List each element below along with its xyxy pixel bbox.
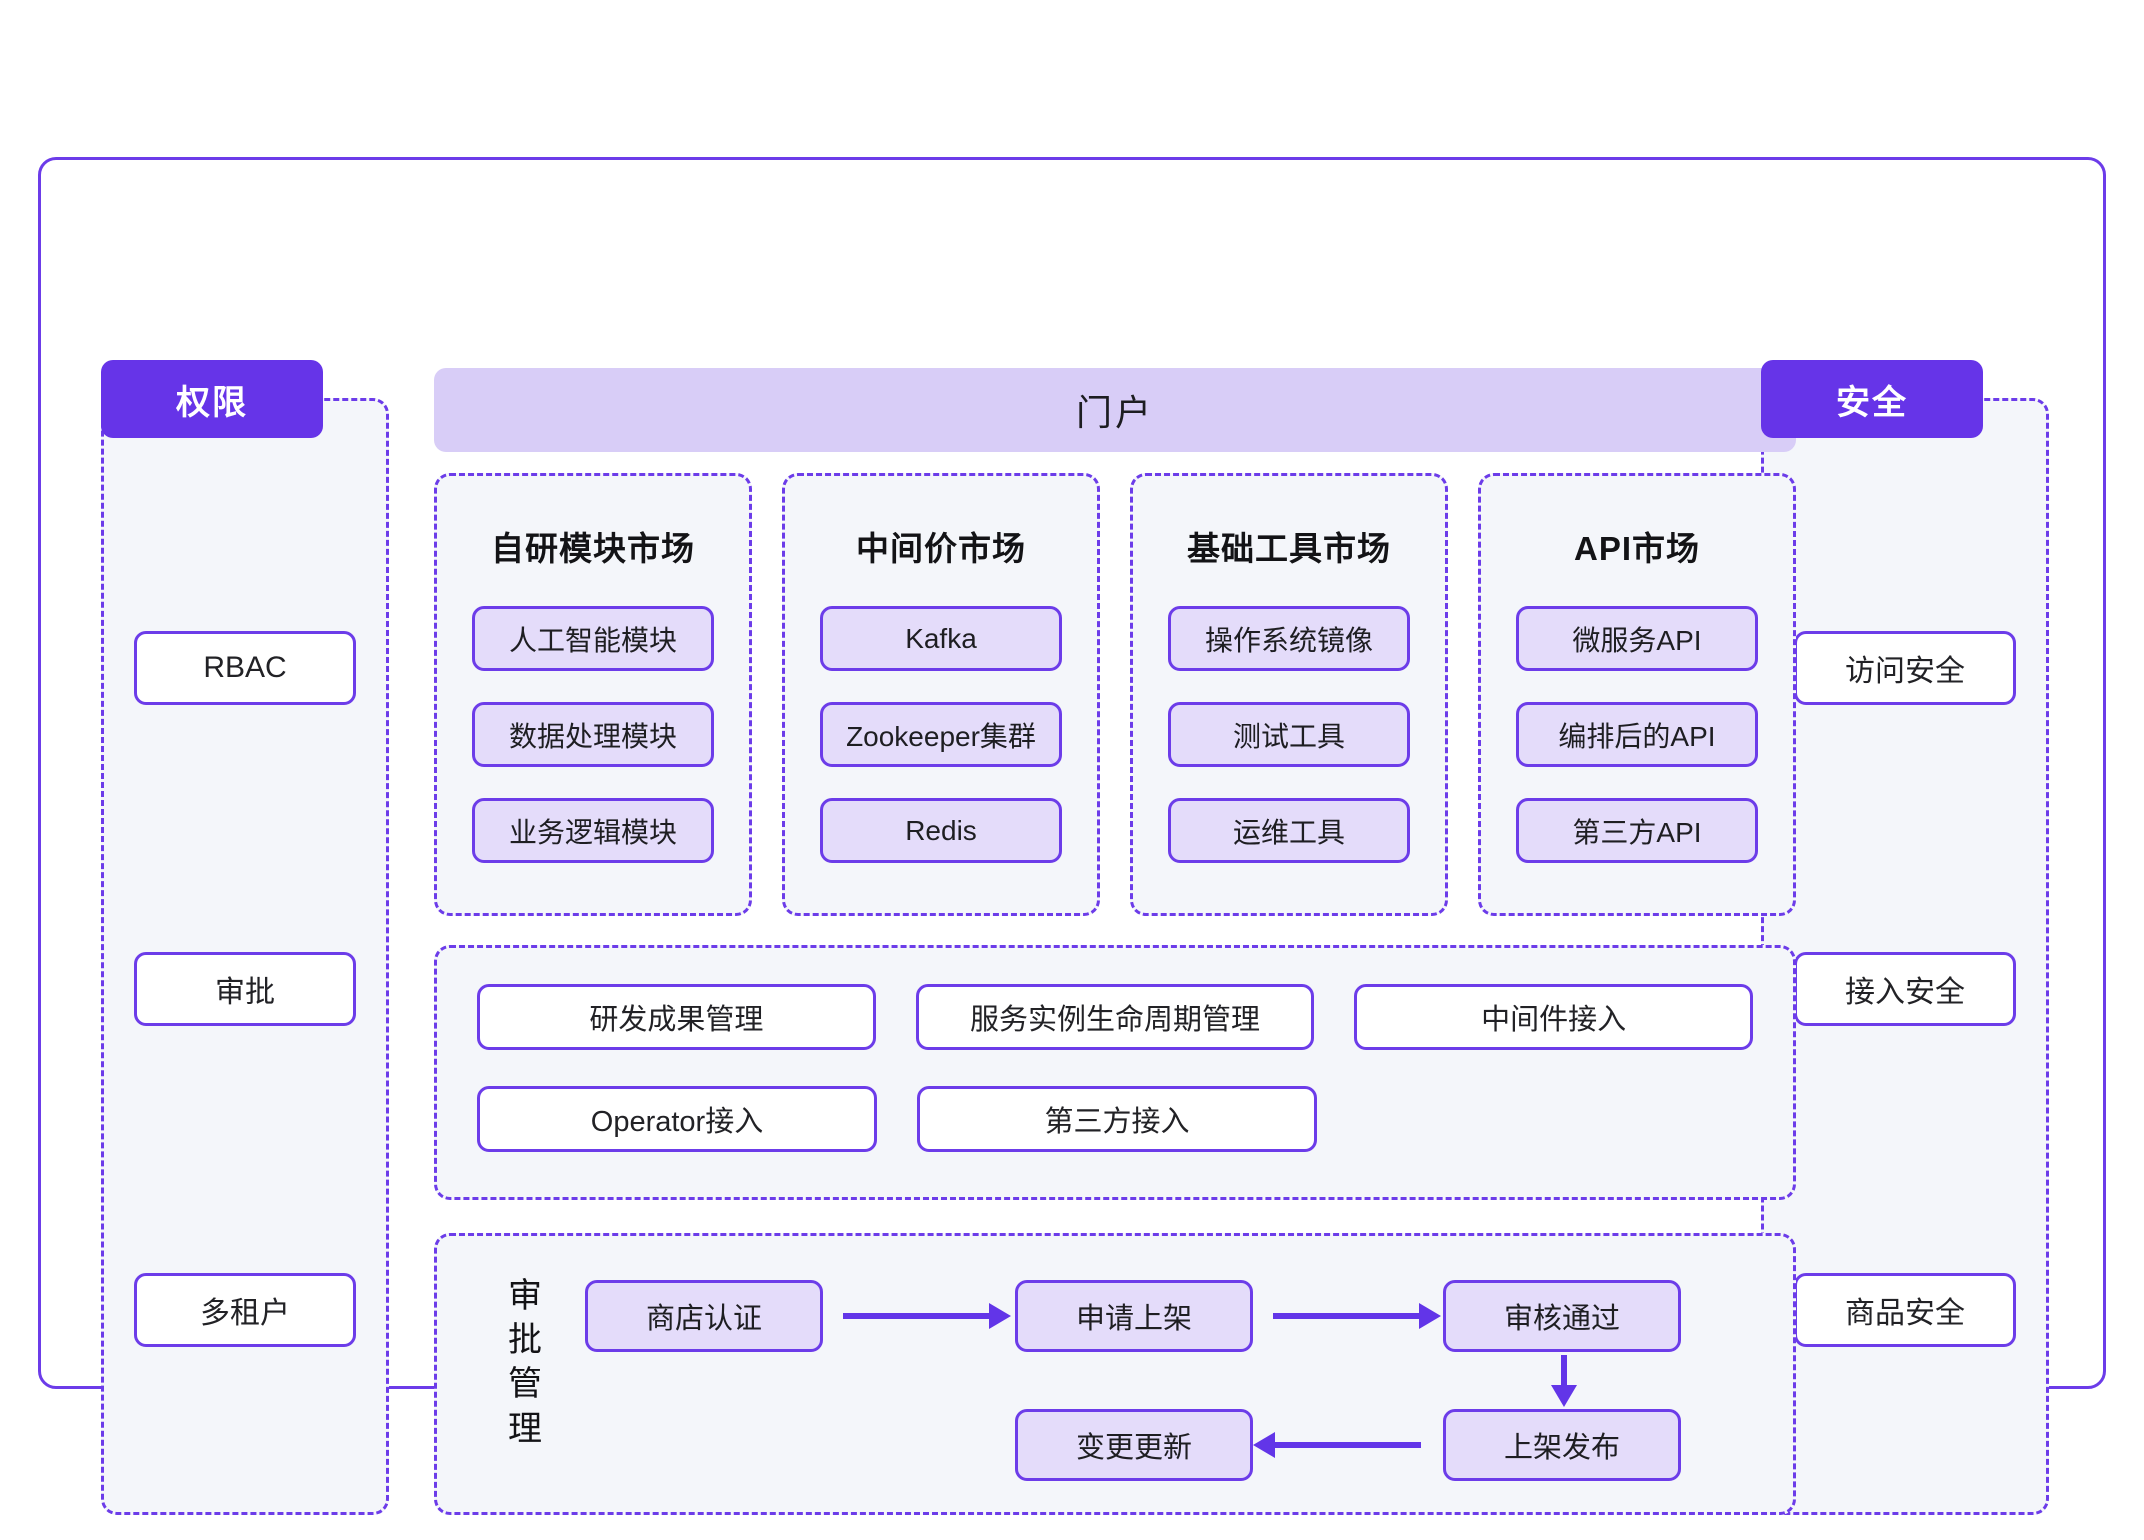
permissions-item-multitenant[interactable]: 多租户 [134, 1272, 356, 1347]
workflow-node-review-passed[interactable]: 审核通过 [1443, 1280, 1681, 1352]
capability-item[interactable]: 第三方接入 [917, 1086, 1317, 1152]
approval-label-char: 管 [508, 1365, 542, 1404]
market-column-api: API市场 微服务API 编排后的API 第三方API [1478, 473, 1796, 916]
permissions-column-badge: 权限 [101, 360, 323, 438]
market-item[interactable]: 微服务API [1516, 606, 1758, 671]
workflow-node-published[interactable]: 上架发布 [1443, 1409, 1681, 1481]
capability-item[interactable]: 服务实例生命周期管理 [915, 984, 1315, 1050]
capability-row-1: 研发成果管理 服务实例生命周期管理 中间件接入 [477, 984, 1754, 1050]
workflow-arrow-right-icon [843, 1303, 1011, 1329]
market-column-middleware: 中间价市场 Kafka Zookeeper集群 Redis [782, 473, 1100, 916]
security-item-connection[interactable]: 接入安全 [1794, 951, 2016, 1026]
market-item[interactable]: 编排后的API [1516, 702, 1758, 767]
market-title: 中间价市场 [856, 530, 1026, 567]
market-item[interactable]: Zookeeper集群 [820, 702, 1062, 767]
market-item[interactable]: 业务逻辑模块 [472, 798, 714, 863]
market-column-self-developed: 自研模块市场 人工智能模块 数据处理模块 业务逻辑模块 [434, 473, 752, 916]
workflow-node-apply-listing[interactable]: 申请上架 [1015, 1280, 1253, 1352]
security-column-badge: 安全 [1761, 360, 1983, 438]
workflow-arrow-down-icon [1551, 1355, 1577, 1407]
security-item-access[interactable]: 访问安全 [1794, 630, 2016, 705]
market-title: API市场 [1573, 530, 1700, 567]
architecture-diagram-frame: 权限 RBAC 审批 多租户 安全 访问安全 接入安全 商品安全 门户 自研模块… [38, 157, 2106, 1515]
approval-label-char: 批 [508, 1321, 542, 1360]
capability-row-2: Operator接入 第三方接入 [477, 1086, 1753, 1152]
market-item[interactable]: 运维工具 [1168, 798, 1410, 863]
workflow-node-change-update[interactable]: 变更更新 [1015, 1409, 1253, 1481]
permissions-item-rbac[interactable]: RBAC [134, 630, 356, 705]
permissions-item-approval[interactable]: 审批 [134, 951, 356, 1026]
market-column-base-tools: 基础工具市场 操作系统镜像 测试工具 运维工具 [1130, 473, 1448, 916]
market-title: 自研模块市场 [491, 530, 695, 567]
approval-management-label: 审 批 管 理 [499, 1274, 551, 1451]
workflow-node-store-certification[interactable]: 商店认证 [585, 1280, 823, 1352]
workflow-arrow-right-icon [1273, 1303, 1441, 1329]
capability-item[interactable]: 中间件接入 [1354, 984, 1754, 1050]
market-columns: 自研模块市场 人工智能模块 数据处理模块 业务逻辑模块 中间价市场 Kafka … [434, 473, 1796, 916]
capability-band: 研发成果管理 服务实例生命周期管理 中间件接入 Operator接入 第三方接入 [434, 945, 1796, 1200]
market-item[interactable]: 测试工具 [1168, 702, 1410, 767]
workflow-arrow-left-icon [1253, 1432, 1421, 1458]
permissions-column: RBAC 审批 多租户 [101, 398, 389, 1515]
security-item-product[interactable]: 商品安全 [1794, 1272, 2016, 1347]
market-item[interactable]: 第三方API [1516, 798, 1758, 863]
market-item[interactable]: 操作系统镜像 [1168, 606, 1410, 671]
market-title: 基础工具市场 [1187, 530, 1391, 567]
capability-item[interactable]: Operator接入 [477, 1086, 877, 1152]
market-item[interactable]: Kafka [820, 606, 1062, 671]
market-item[interactable]: 数据处理模块 [472, 702, 714, 767]
approval-workflow-band: 审 批 管 理 商店认证 申请上架 审核通过 上架发布 变更更新 [434, 1233, 1796, 1515]
market-item[interactable]: Redis [820, 798, 1062, 863]
capability-item[interactable]: 研发成果管理 [477, 984, 876, 1050]
market-item[interactable]: 人工智能模块 [472, 606, 714, 671]
security-column: 访问安全 接入安全 商品安全 [1761, 398, 2049, 1515]
portal-header: 门户 [434, 368, 1796, 452]
approval-label-char: 审 [508, 1277, 542, 1315]
approval-label-char: 理 [508, 1409, 542, 1448]
